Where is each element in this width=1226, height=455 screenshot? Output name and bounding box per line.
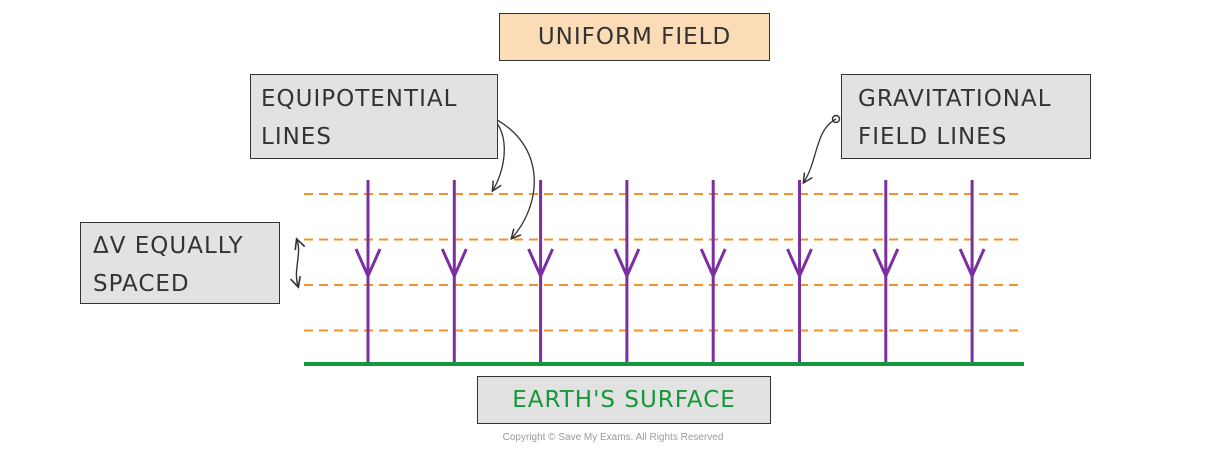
field-line [872, 180, 900, 364]
equal-spacing-label-box: ΔV EQUALLY SPACED [80, 222, 280, 304]
spacing-label-line-1: ΔV EQUALLY [93, 233, 244, 259]
equipotential-label-line-1: EQUIPOTENTIAL [261, 86, 458, 112]
equipotential-lines [304, 193, 1024, 332]
gravitational-field-lines-label-box: GRAVITATIONAL FIELD LINES [841, 74, 1091, 159]
field-line-arrowhead [699, 248, 727, 278]
gravitational-label-line-1: GRAVITATIONAL [858, 86, 1052, 112]
field-line-arrowhead [786, 248, 813, 278]
field-line-pointer-arrow [804, 118, 837, 182]
field-line [958, 180, 986, 364]
field-line-arrowhead [440, 248, 468, 278]
equipotential-label-line-2: LINES [261, 124, 332, 150]
spacing-double-arrow [296, 240, 298, 286]
earths-surface-label-box: EARTH'S SURFACE [477, 376, 771, 424]
equipotential-lines-label-box: EQUIPOTENTIAL LINES [250, 74, 498, 159]
field-line-arrowhead [354, 248, 382, 278]
field-line [354, 180, 382, 364]
field-line-arrowhead [527, 248, 554, 278]
field-line [440, 180, 468, 364]
copyright-notice: Copyright © Save My Exams. All Rights Re… [502, 432, 724, 443]
gravitational-label-line-2: FIELD LINES [858, 124, 1008, 150]
field-line [699, 180, 727, 364]
title-label-box: UNIFORM FIELD [499, 13, 770, 61]
equipotential-pointer-arrow-lower [486, 114, 535, 238]
field-line-arrowhead [958, 248, 986, 278]
field-line [786, 180, 813, 364]
title-text: UNIFORM FIELD [537, 24, 732, 50]
field-line-arrowhead [613, 248, 641, 278]
field-line-arrowhead [872, 248, 900, 278]
field-line [527, 180, 554, 364]
field-line-pointer-dot [831, 114, 841, 124]
gravitational-field-lines [354, 180, 986, 364]
earths-surface-text: EARTH'S SURFACE [512, 387, 736, 413]
field-line [613, 180, 641, 364]
spacing-label-line-2: SPACED [93, 271, 190, 297]
